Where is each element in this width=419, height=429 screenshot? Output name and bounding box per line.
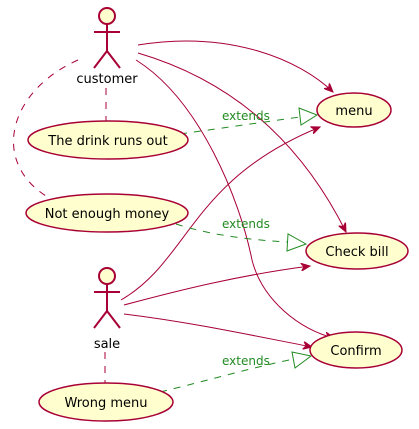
- extends-wrongmenu-confirm-line: [159, 358, 295, 393]
- extends-drink-menu-line: [179, 116, 301, 135]
- sale-label: sale: [94, 337, 120, 352]
- customer-head-icon: [98, 7, 116, 25]
- usecase-wrong-menu: Wrong menu: [38, 382, 174, 422]
- actor-sale: sale: [93, 267, 121, 352]
- usecase-not-enough-money-label: Not enough money: [45, 207, 170, 222]
- sale-body-icon: [93, 284, 121, 329]
- extends-label-3: extends: [222, 354, 270, 368]
- actor-customer: customer: [76, 7, 138, 87]
- extends-label-1: extends: [222, 109, 270, 123]
- customer-body-icon: [93, 24, 121, 69]
- usecase-menu: menu: [316, 92, 392, 128]
- sale-confirm-arrow: [123, 313, 312, 347]
- extends-money-bill-line: [175, 223, 289, 243]
- usecase-confirm-label: Confirm: [330, 344, 381, 359]
- customer-confirm-arrow: [135, 59, 334, 338]
- customer-label: customer: [76, 72, 138, 87]
- customer-checkbill-arrow: [137, 52, 346, 232]
- usecase-check-bill-label: Check bill: [325, 245, 388, 260]
- usecase-confirm: Confirm: [309, 331, 403, 369]
- sale-head-icon: [98, 267, 116, 285]
- customer-menu-arrow: [137, 40, 333, 92]
- extends-wrongmenu-confirm-head: [291, 351, 313, 369]
- usecase-drink-runs-out: The drink runs out: [27, 120, 189, 160]
- extends-drink-menu-head: [298, 107, 319, 126]
- usecase-menu-label: menu: [335, 104, 372, 119]
- extends-label-2: extends: [222, 217, 270, 231]
- sale-checkbill-arrow: [123, 266, 310, 306]
- usecase-wrong-menu-label: Wrong menu: [64, 396, 147, 411]
- usecase-drink-runs-out-label: The drink runs out: [47, 134, 167, 149]
- usecase-not-enough-money: Not enough money: [25, 193, 189, 233]
- sale-menu-arrow: [120, 127, 320, 301]
- extends-money-bill-head: [286, 233, 308, 252]
- usecase-check-bill: Check bill: [305, 232, 409, 270]
